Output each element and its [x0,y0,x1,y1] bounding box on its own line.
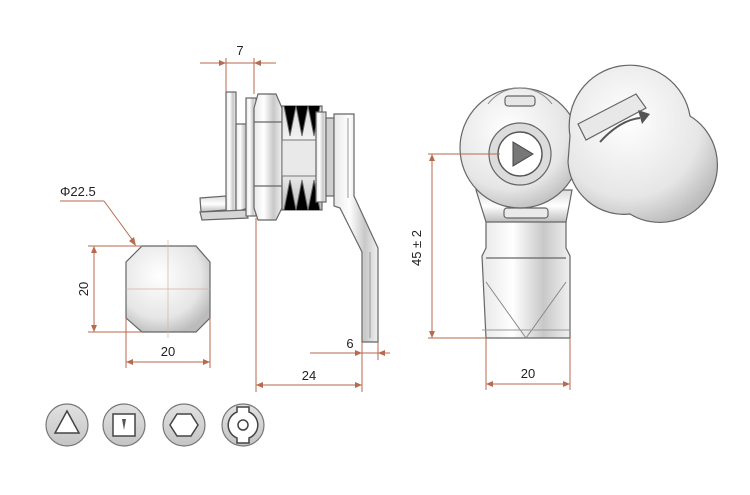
dim-24-label: 24 [302,368,316,383]
side-view [199,91,379,343]
dim-lock-width: 20 [485,338,571,390]
dust-cover [567,64,718,224]
triangle-key-icon [45,403,89,447]
dim-45: 45 ± 2 [409,153,500,339]
lock-body [481,215,571,339]
key-end-view [125,240,211,338]
dim-6-label: 6 [346,336,353,351]
square-key-icon [102,403,146,447]
rotate-arrow-icon [599,117,641,143]
hexagon-key-icon [162,403,206,447]
double-d-key-icon [221,403,265,447]
diameter-label: Φ22.5 [60,184,96,199]
cam-arm [333,113,379,343]
dim-diameter: Φ22.5 [60,184,136,246]
arrow-head-icon [638,110,650,124]
dim-24: 24 [255,218,363,392]
dim-key-height-label: 20 [76,282,91,296]
dim-7: 7 [200,43,276,94]
front-view [459,87,581,339]
dim-6: 6 [310,336,390,360]
dim-key-height: 20 [76,245,142,333]
dim-lock-width-label: 20 [521,366,535,381]
dim-45-label: 45 ± 2 [409,230,424,266]
dim-key-width: 20 [125,318,211,368]
dim-key-width-label: 20 [161,344,175,359]
bottom-tab [199,195,227,213]
dust-cover-disc [567,64,718,224]
bottom-tab-lower [199,209,249,221]
key-type-icons [45,403,265,447]
dim-7-label: 7 [236,43,243,58]
flange-plate [225,91,237,213]
hex-nut [253,93,283,221]
